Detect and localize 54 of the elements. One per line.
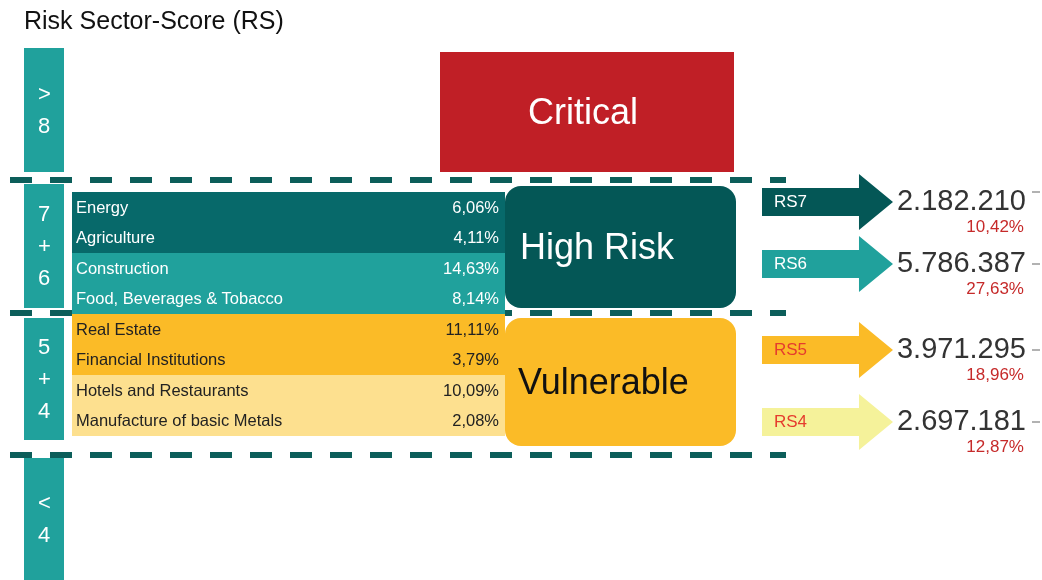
block-arrow xyxy=(762,174,893,230)
sector-share: 10,09% xyxy=(443,380,499,400)
share-value: 12,87% xyxy=(965,436,1024,458)
count-value: 2.697.181 xyxy=(896,404,1026,436)
count-value: 2.182.210 xyxy=(896,184,1026,216)
sector-share: 6,06% xyxy=(452,197,499,217)
sector-name: Real Estate xyxy=(76,319,162,339)
sector-row xyxy=(72,405,505,436)
sector-share: 14,63% xyxy=(443,258,499,278)
block-arrow xyxy=(762,394,893,450)
sector-row xyxy=(72,314,505,344)
sector-row xyxy=(72,253,505,283)
sector-share: 2,08% xyxy=(452,411,499,430)
category-label: High Risk xyxy=(520,226,675,268)
risk-category-box xyxy=(505,318,736,446)
sector-name: Hotels and Restaurants xyxy=(76,380,249,400)
share-value: 10,42% xyxy=(965,216,1024,238)
risk-category-box xyxy=(505,186,736,308)
count-value: 3.971.295 xyxy=(896,332,1026,364)
block-arrow xyxy=(762,322,893,378)
edge-label: RS7 xyxy=(774,192,808,212)
share-value: 27,63% xyxy=(965,278,1024,300)
count-value: 5.786.387 xyxy=(896,246,1026,278)
sector-share: 3,79% xyxy=(452,350,499,369)
sector-name: Agriculture xyxy=(76,228,155,247)
diagram-title: Risk Sector-Score (RS) xyxy=(24,6,284,35)
sector-name: Energy xyxy=(76,197,129,217)
score-band-bar xyxy=(24,458,64,580)
score-band-bar xyxy=(24,318,64,440)
share-value: 18,96% xyxy=(965,364,1024,386)
sector-share: 11,11% xyxy=(445,319,499,339)
category-label: Critical xyxy=(528,91,638,133)
sector-name: Financial Institutions xyxy=(76,350,226,369)
risk-category-box xyxy=(440,52,734,172)
score-range: 7 + 6 xyxy=(37,200,51,292)
score-band-bar xyxy=(24,48,64,172)
sector-row xyxy=(72,375,505,405)
score-range: > 8 xyxy=(37,80,51,140)
sector-name: Food, Beverages & Tobacco xyxy=(76,289,283,308)
block-arrow xyxy=(762,236,893,292)
edge-label: RS4 xyxy=(774,412,808,432)
sector-name: Manufacture of basic Metals xyxy=(76,411,283,430)
score-range: < 4 xyxy=(37,489,51,549)
score-range: 5 + 4 xyxy=(37,333,51,425)
sector-row xyxy=(72,222,505,253)
sector-row xyxy=(72,283,505,314)
score-band-bar xyxy=(24,184,64,308)
edge-label: RS5 xyxy=(774,340,808,360)
sector-name: Construction xyxy=(76,258,169,278)
sector-row xyxy=(72,192,505,222)
sector-share: 8,14% xyxy=(452,289,499,308)
sector-share: 4,11% xyxy=(453,228,499,247)
edge-label: RS6 xyxy=(774,254,808,274)
category-label: Vulnerable xyxy=(518,361,689,403)
